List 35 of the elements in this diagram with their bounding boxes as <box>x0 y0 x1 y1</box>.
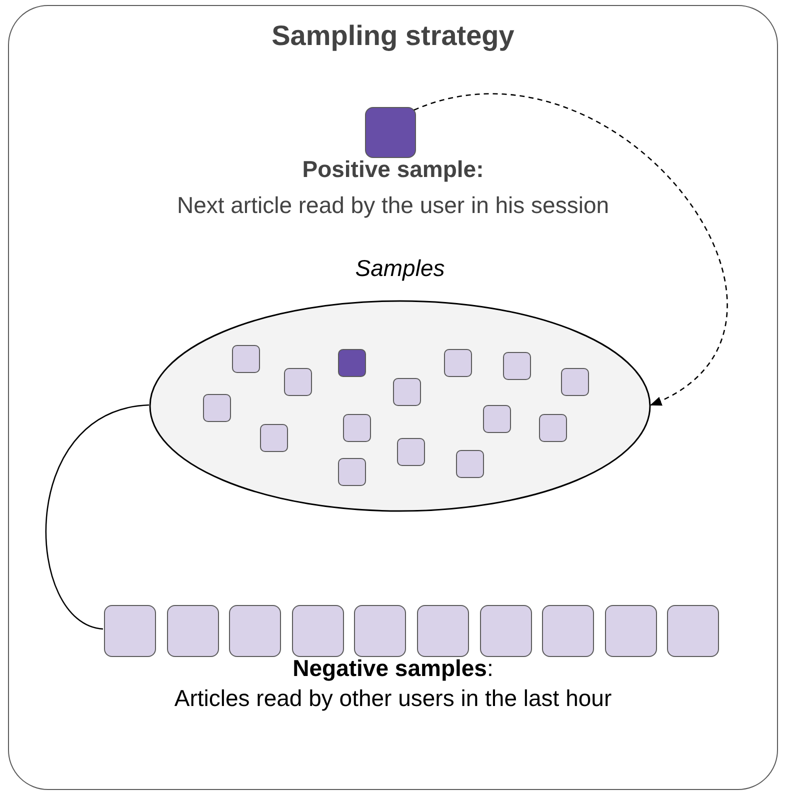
sample-square <box>480 605 532 657</box>
panel-heading: Sampling strategy <box>270 20 516 52</box>
sample-square <box>397 438 425 466</box>
sample-square <box>393 378 421 406</box>
sample-square <box>539 414 567 442</box>
sample-square <box>483 405 511 433</box>
caption-heading: Negative samples: <box>292 655 494 682</box>
dashed-arrow <box>414 94 728 406</box>
sample-square <box>292 605 344 657</box>
caption-text: Next article read by the user in his session <box>176 192 610 219</box>
sample-square <box>604 605 657 657</box>
sample-square <box>456 450 484 478</box>
positive-sample-square <box>365 107 416 158</box>
sample-square <box>444 349 472 377</box>
sample-square <box>542 605 594 657</box>
sample-square <box>229 605 282 657</box>
connector-line <box>46 404 150 630</box>
diagram-panel <box>8 5 778 790</box>
sample-square <box>338 458 366 486</box>
sample-square <box>104 605 156 657</box>
positive-sample-square <box>338 349 366 377</box>
sample-square <box>503 352 531 380</box>
sample-square <box>354 605 406 657</box>
sample-square <box>667 605 720 657</box>
sample-square <box>166 605 219 657</box>
sample-square <box>203 394 231 422</box>
sample-square <box>232 345 260 373</box>
caption-heading: Positive sample: <box>301 156 485 183</box>
group-heading: Samples <box>354 255 446 282</box>
caption-text: Articles read by other users in the last hour <box>173 685 613 712</box>
sample-square <box>561 368 589 396</box>
sample-square <box>284 368 312 396</box>
sample-square <box>417 605 469 657</box>
sample-square <box>260 424 288 452</box>
sample-square <box>343 414 371 442</box>
